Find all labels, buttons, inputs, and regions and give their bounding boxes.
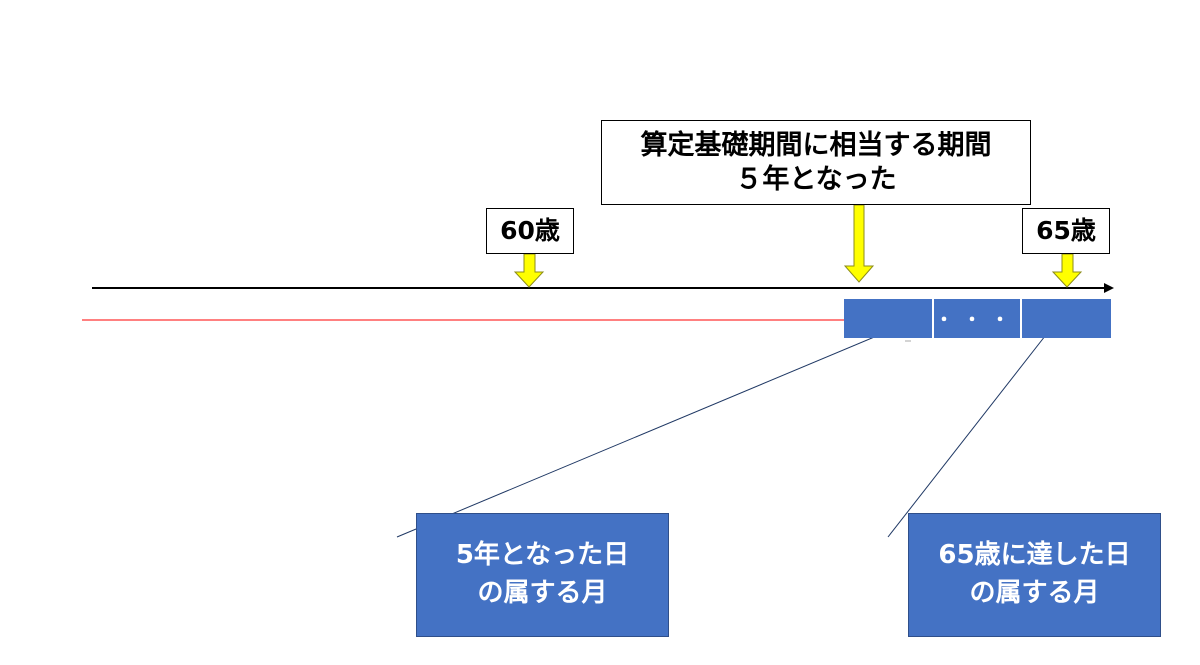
age-65-label: 65歳: [1022, 208, 1110, 254]
timeline-ellipsis: ・・・: [935, 309, 1019, 331]
connector-age65: [887, 321, 1057, 538]
timeline-segment-first: [844, 299, 932, 338]
five-year-callout-line1: 5年となった日: [455, 540, 630, 571]
timeline-segment-middle: [934, 299, 1020, 338]
period-label-line2: ５年となった: [735, 163, 897, 195]
timeline-segment-last: [1022, 299, 1111, 338]
period-label-line1: 算定基礎期間に相当する期間: [640, 129, 992, 161]
five-year-callout-line2: の属する月: [477, 578, 608, 608]
five-year-callout: 5年となった日 の属する月: [416, 513, 669, 637]
timeline-arrowhead: [1104, 283, 1114, 293]
age-60-label: 60歳: [486, 208, 574, 254]
age65-callout-line2: の属する月: [969, 578, 1100, 608]
connector-five-year: [396, 324, 904, 538]
age65-callout: 65歳に達した日 の属する月: [908, 513, 1161, 637]
arrow-period-icon: [843, 204, 875, 283]
period-label-box: 算定基礎期間に相当する期間 ５年となった: [601, 120, 1031, 205]
age65-callout-line1: 65歳に達した日: [938, 540, 1131, 571]
arrow-60-icon: [513, 253, 545, 288]
arrow-65-icon: [1051, 253, 1083, 288]
